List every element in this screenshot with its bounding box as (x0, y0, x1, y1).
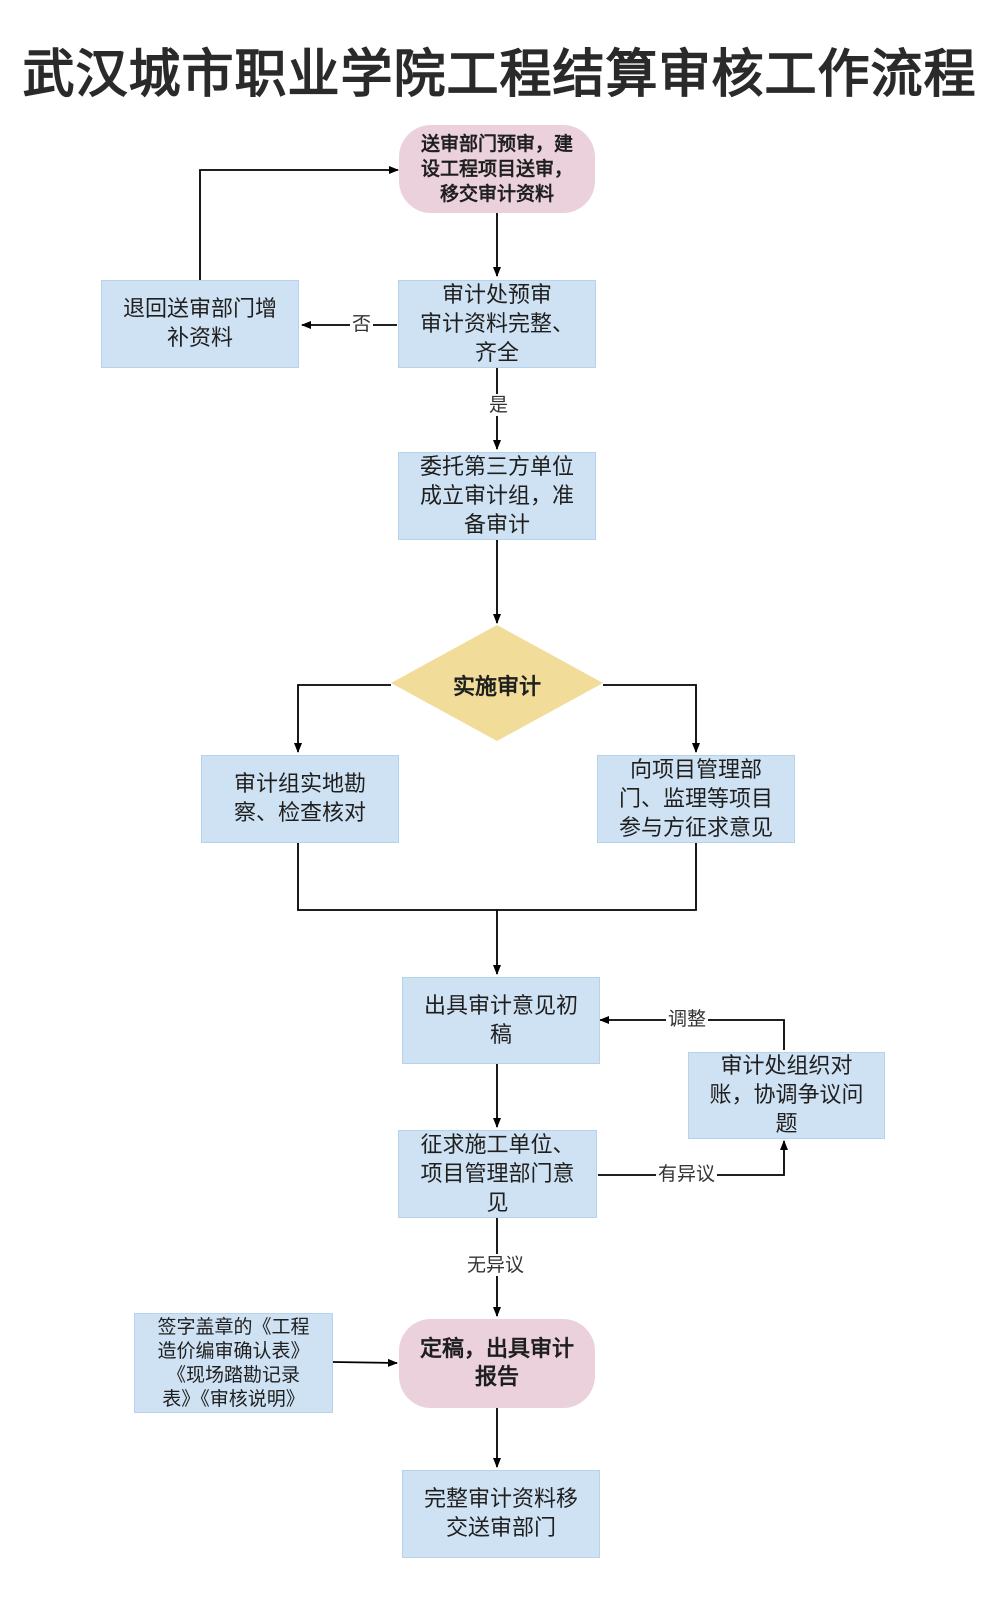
node-consult: 向项目管理部 门、监理等项目 参与方征求意见 (597, 755, 795, 843)
node-final: 定稿，出具审计 报告 (399, 1319, 595, 1408)
page-title: 武汉城市职业学院工程结算审核工作流程 (22, 45, 977, 105)
node-implement: 实施审计 (452, 675, 541, 700)
edge-label-adjust: 调整 (666, 1008, 709, 1030)
node-site: 审计组实地勘 察、检查核对 (201, 755, 399, 843)
edge-label-yes: 是 (487, 394, 511, 416)
arrow-docs-to-final (332, 1358, 398, 1367)
edge-label-no-objection: 无异议 (465, 1254, 527, 1276)
edge-label-objection: 有异议 (656, 1163, 718, 1185)
arrow-implement-to-consult (603, 684, 700, 753)
node-draft: 出具审计意见初 稿 (402, 977, 600, 1064)
node-precheck: 审计处预审 审计资料完整、 齐全 (398, 280, 596, 368)
node-docs: 签字盖章的《工程 造价编审确认表》 《现场踏勘记录 表》《审核说明》 (134, 1313, 333, 1413)
merge-site-consult (297, 843, 697, 911)
node-handover: 完整审计资料移 交送审部门 (402, 1470, 600, 1558)
node-start: 送审部门预审，建设工程项目送审，移交审计资料 (399, 125, 595, 213)
node-entrust: 委托第三方单位 成立审计组，准 备审计 (398, 452, 596, 540)
edge-label-no: 否 (350, 313, 374, 335)
node-return: 退回送审部门增 补资料 (101, 280, 299, 368)
arrow-implement-to-site (294, 684, 391, 753)
decision-diamond (391, 625, 603, 741)
arrow-coordinate-to-draft (599, 1016, 785, 1050)
arrow-return-to-start (199, 166, 399, 280)
node-coordinate: 审计处组织对 账，协调争议问 题 (688, 1052, 885, 1139)
node-solicit: 征求施工单位、 项目管理部门意 见 (398, 1130, 597, 1218)
